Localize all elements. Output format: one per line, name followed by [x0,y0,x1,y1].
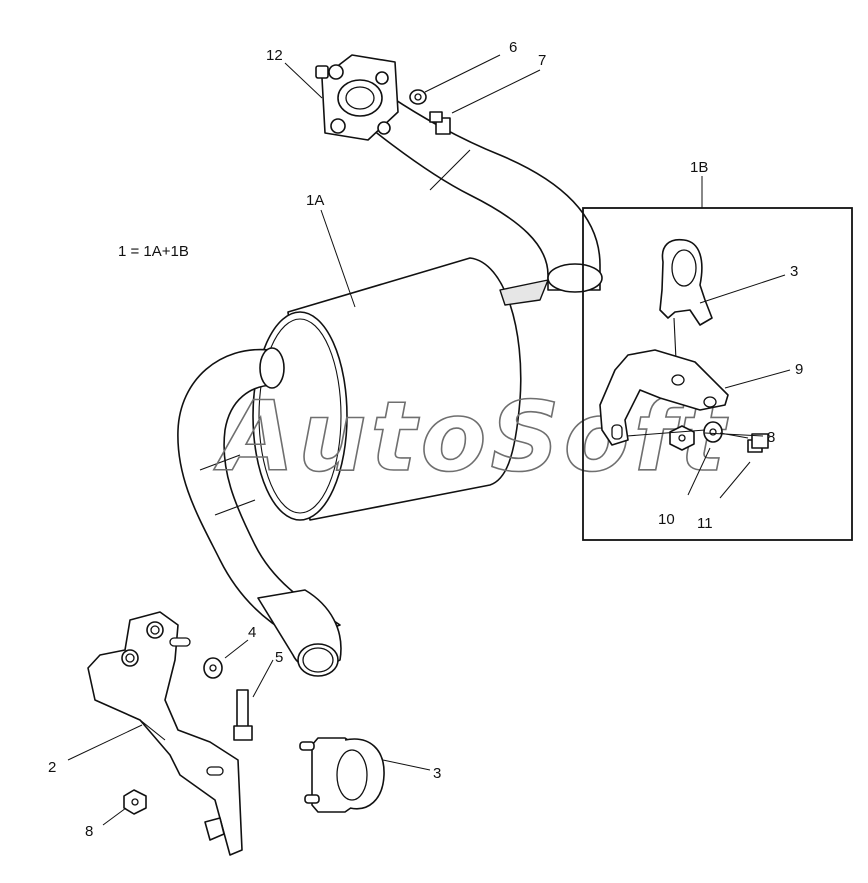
detail-bolt [747,433,769,453]
lower-washer [203,657,223,679]
label-12: 12 [266,47,283,64]
label-8-detail: 8 [767,429,775,446]
detail-u-clamp [659,238,713,361]
lower-nut [123,789,147,815]
label-3-detail: 3 [790,263,798,280]
lower-bracket [87,611,243,856]
lower-bolt [233,689,253,741]
label-7: 7 [538,52,546,69]
detail-washer [703,421,723,443]
detail-nut [669,425,695,451]
top-flange [315,54,399,141]
label-10: 10 [658,511,675,528]
label-4: 4 [248,624,256,641]
label-1a: 1A [306,192,324,209]
leader-lines [67,54,791,826]
detail-bracket [599,349,729,446]
tail-pipe [177,347,342,677]
label-5: 5 [275,649,283,666]
label-6: 6 [509,39,517,56]
callout-labels: 1 = 1A+1B 12 6 7 1A 1B 3 9 8 10 11 4 5 2… [48,39,803,840]
top-bolt [429,111,451,135]
top-washer [409,89,427,105]
label-formula: 1 = 1A+1B [118,243,189,260]
muffler [252,257,549,521]
label-11: 11 [697,515,713,532]
label-9: 9 [795,361,803,378]
label-2: 2 [48,759,56,776]
detail-box-1b [582,207,853,541]
label-3-lower: 3 [433,765,441,782]
label-8-lower: 8 [85,823,93,840]
label-1b: 1B [690,159,708,176]
lower-u-clamp [299,737,385,813]
watermark-text: AutoSoft [213,381,729,493]
